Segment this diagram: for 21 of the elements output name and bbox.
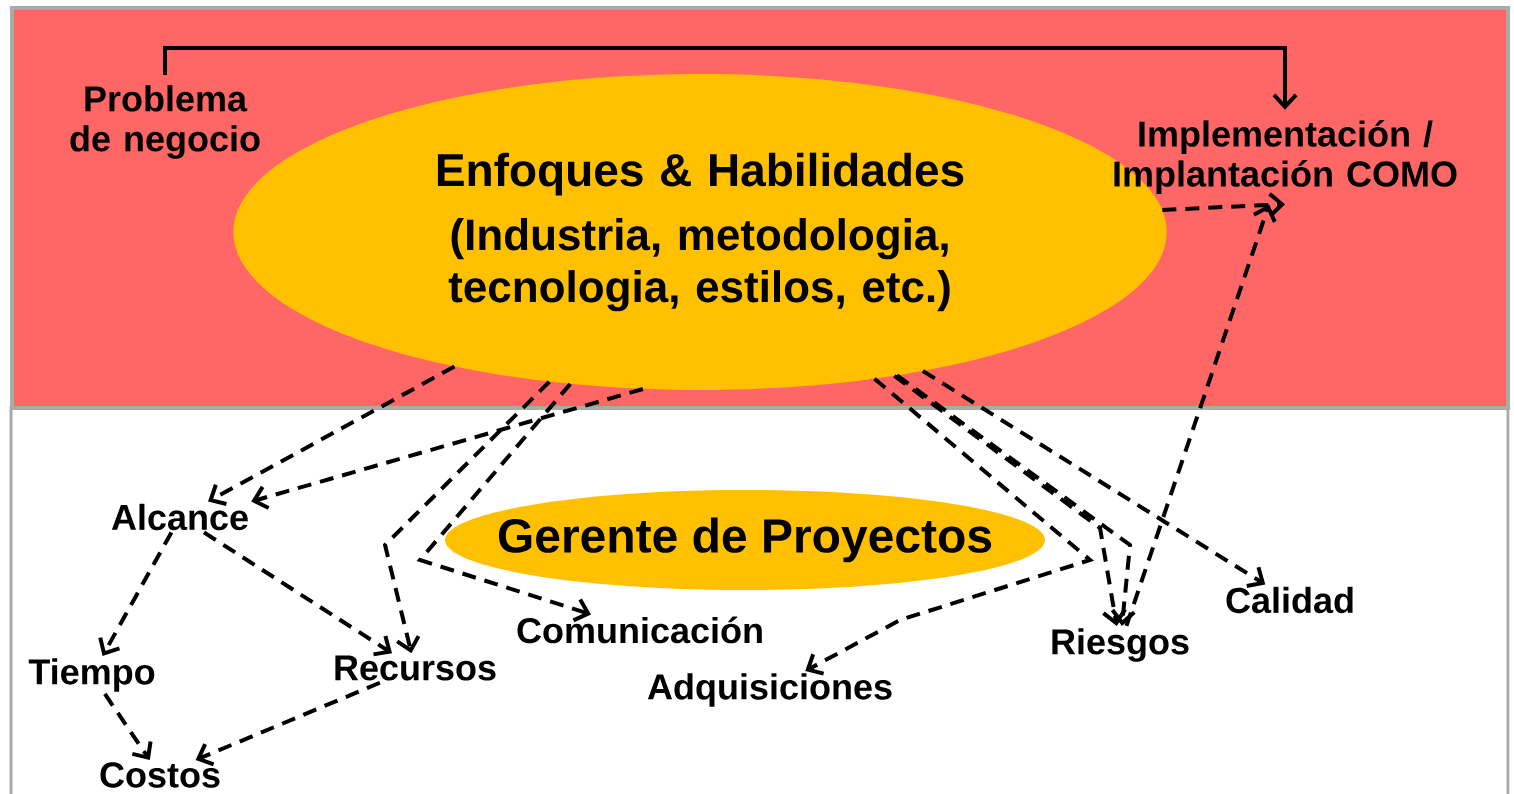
- arrow: [195, 680, 381, 767]
- area-label: Calidad: [1226, 586, 1353, 614]
- arrow: [382, 380, 551, 654]
- arrow: [416, 382, 592, 623]
- area-label: Adquisiciones: [647, 673, 892, 707]
- area-label: Costos: [100, 762, 220, 788]
- arrow: [251, 387, 644, 510]
- area-label: Tiempo: [28, 658, 155, 692]
- arrow: [103, 692, 153, 761]
- arrow: [1162, 192, 1285, 218]
- area-label: Riesgos: [1052, 628, 1189, 662]
- arrow: [202, 530, 393, 657]
- arrow: [921, 369, 1266, 588]
- arrow: [208, 364, 456, 506]
- area-label: Recursos: [335, 655, 496, 681]
- arrow: [98, 531, 174, 656]
- arrow: [805, 377, 1095, 676]
- area-label: Alcance: [111, 503, 248, 531]
- arrow: [1124, 204, 1277, 627]
- area-label: Comunicación: [517, 616, 762, 644]
- arrow: [163, 46, 1298, 110]
